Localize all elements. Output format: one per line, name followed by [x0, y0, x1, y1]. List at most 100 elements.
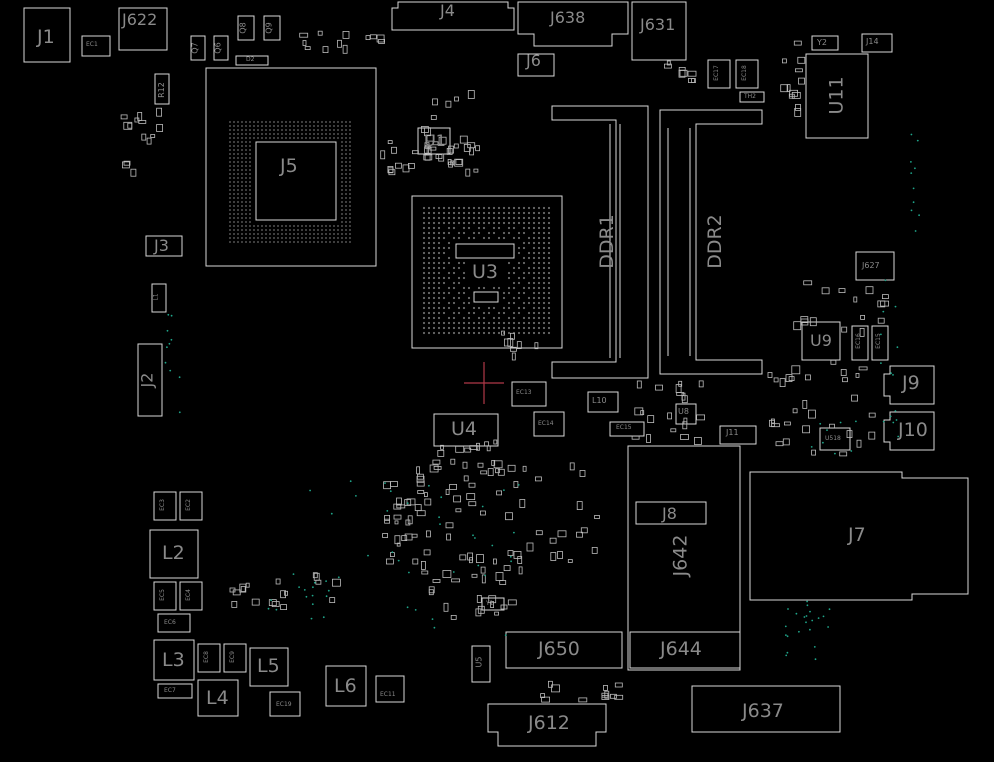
bga-ball — [462, 326, 466, 330]
bga-ball — [532, 221, 536, 225]
bga-ball — [241, 241, 243, 243]
smd-part — [376, 34, 385, 43]
bga-ball — [467, 226, 471, 230]
bga-ball — [427, 311, 431, 315]
smd-part — [655, 384, 663, 391]
bga-ball — [233, 161, 235, 163]
bga-ball — [437, 246, 441, 250]
bga-ball — [527, 271, 531, 275]
smd-part — [821, 287, 830, 295]
bga-ball — [261, 237, 263, 239]
bga-ball — [472, 321, 476, 325]
bga-ball — [537, 266, 541, 270]
bga-ball — [442, 251, 446, 255]
smd-part — [417, 490, 425, 494]
bga-ball — [517, 326, 521, 330]
smd-part — [428, 589, 434, 596]
bga-ball — [532, 301, 536, 305]
label-ec18: EC18 — [740, 65, 748, 81]
bga-ball — [277, 237, 279, 239]
bga-ball — [477, 231, 481, 235]
via — [298, 586, 300, 588]
label-j642: J642 — [669, 534, 692, 577]
smd-part — [462, 461, 468, 469]
bga-ball — [442, 216, 446, 220]
bga-ball — [241, 209, 243, 211]
bga-ball — [229, 189, 231, 191]
bga-ball — [492, 286, 496, 290]
smd-part — [302, 40, 307, 46]
bga-ball — [547, 236, 551, 240]
via — [452, 571, 455, 573]
bga-ball — [492, 211, 496, 215]
smd-part — [476, 442, 480, 451]
via — [822, 615, 825, 618]
bga-ball — [542, 226, 546, 230]
smd-part — [476, 595, 482, 603]
bga-ball — [349, 173, 351, 175]
bga-ball — [427, 251, 431, 255]
smd-part — [540, 693, 545, 698]
bga-ball — [325, 229, 327, 231]
bga-ball — [345, 221, 347, 223]
bga-ball — [547, 226, 551, 230]
bga-ball — [422, 216, 426, 220]
bga-ball — [245, 201, 247, 203]
bga-ball — [512, 206, 516, 210]
bga-ball — [442, 231, 446, 235]
bga-ball — [273, 129, 275, 131]
bga-ball — [341, 141, 343, 143]
bga-ball — [341, 221, 343, 223]
smd-part — [541, 696, 550, 703]
bga-ball — [502, 221, 506, 225]
crosshair-cursor-icon — [464, 362, 504, 404]
bga-ball — [472, 311, 476, 315]
bga-ball — [249, 241, 251, 243]
label-j650: J650 — [538, 638, 580, 660]
bga-ball — [257, 237, 259, 239]
bga-ball — [245, 181, 247, 183]
smd-part — [610, 693, 617, 699]
bga-ball — [261, 137, 263, 139]
bga-ball — [442, 321, 446, 325]
bga-ball — [281, 229, 283, 231]
bga-ball — [447, 241, 451, 245]
bga-ball — [245, 121, 247, 123]
bga-ball — [245, 137, 247, 139]
smd-part — [391, 146, 397, 154]
via — [309, 489, 311, 492]
bga-ball — [233, 157, 235, 159]
bga-ball — [273, 241, 275, 243]
bga-ball — [532, 266, 536, 270]
bga-ball — [427, 331, 431, 335]
bga-ball — [427, 216, 431, 220]
bga-ball — [249, 145, 251, 147]
bga-ball — [341, 125, 343, 127]
bga-ball — [537, 286, 541, 290]
bga-ball — [537, 211, 541, 215]
bga-ball — [293, 233, 295, 235]
bga-ball — [437, 216, 441, 220]
bga-ball — [321, 237, 323, 239]
bga-ball — [229, 161, 231, 163]
bga-ball — [237, 169, 239, 171]
bga-ball — [293, 133, 295, 135]
smd-part — [676, 392, 685, 396]
bga-ball — [542, 276, 546, 280]
bga-ball — [233, 173, 235, 175]
via — [167, 313, 170, 316]
bga-ball — [447, 221, 451, 225]
bga-ball — [422, 291, 426, 295]
smd-part — [459, 135, 468, 144]
bga-ball — [502, 321, 506, 325]
bga-ball — [341, 149, 343, 151]
via — [910, 161, 912, 163]
bga-ball — [442, 291, 446, 295]
via — [795, 612, 798, 615]
bga-ball — [321, 133, 323, 135]
smd-part — [394, 162, 402, 169]
smd-part — [407, 162, 415, 169]
bga-ball — [507, 261, 511, 265]
bga-ball — [301, 233, 303, 235]
smd-part — [467, 552, 474, 561]
